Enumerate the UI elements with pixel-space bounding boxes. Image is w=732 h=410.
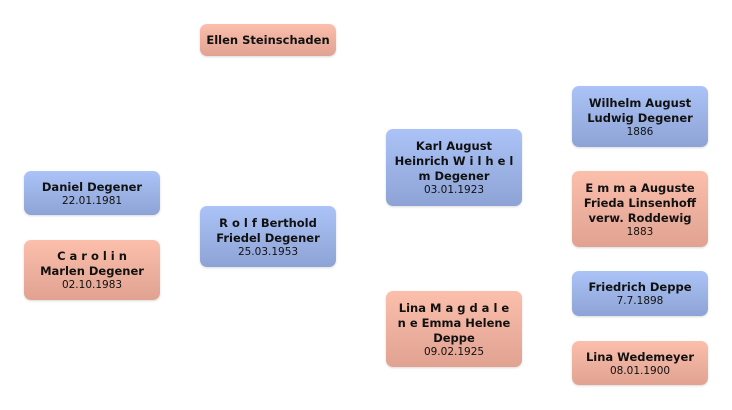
person-name: Ellen Steinschaden <box>206 32 330 47</box>
person-name: Daniel Degener <box>41 179 143 194</box>
person-date: 08.01.1900 <box>609 364 671 377</box>
person-date: 7.7.1898 <box>616 295 664 307</box>
person-node-daniel-degener[interactable]: Daniel Degener 22.01.1981 <box>24 171 160 215</box>
person-node-emma-linsenhoff[interactable]: E m m a Auguste Frieda Linsenhoff verw. … <box>572 171 708 247</box>
person-node-wilhelm-degener[interactable]: Wilhelm August Ludwig Degener 1886 <box>572 86 708 147</box>
person-node-friedrich-deppe[interactable]: Friedrich Deppe 7.7.1898 <box>572 271 708 316</box>
person-name: Lina M a g d a l e n e Emma Helene Deppe <box>397 300 511 345</box>
person-date: 02.10.1983 <box>61 279 123 291</box>
person-node-lina-wedemeyer[interactable]: Lina Wedemeyer 08.01.1900 <box>572 341 708 385</box>
person-node-karl-degener[interactable]: Karl August Heinrich W i l h e l m Degen… <box>386 129 522 206</box>
person-node-ellen-steinschaden[interactable]: Ellen Steinschaden <box>200 24 336 56</box>
person-node-rolf-degener[interactable]: R o l f Berthold Friedel Degener 25.03.1… <box>200 206 336 267</box>
person-name: Friedrich Deppe <box>588 280 692 294</box>
person-date: 03.01.1923 <box>423 184 485 196</box>
person-name: E m m a Auguste Frieda Linsenhoff verw. … <box>583 180 697 225</box>
person-name: Karl August Heinrich W i l h e l m Degen… <box>394 139 514 183</box>
person-name: R o l f Berthold Friedel Degener <box>216 215 320 245</box>
person-date: 1883 <box>626 225 654 238</box>
person-date: 25.03.1953 <box>237 245 299 258</box>
person-name: Wilhelm August Ludwig Degener <box>587 95 693 125</box>
person-date: 09.02.1925 <box>423 345 485 358</box>
person-date: 22.01.1981 <box>61 194 123 207</box>
person-node-lina-deppe[interactable]: Lina M a g d a l e n e Emma Helene Deppe… <box>386 291 522 367</box>
person-node-carolin-degener[interactable]: C a r o l i n Marlen Degener 02.10.1983 <box>24 240 160 300</box>
person-date: 1886 <box>626 125 654 138</box>
person-name: Lina Wedemeyer <box>585 349 695 364</box>
person-name: C a r o l i n Marlen Degener <box>40 249 144 278</box>
